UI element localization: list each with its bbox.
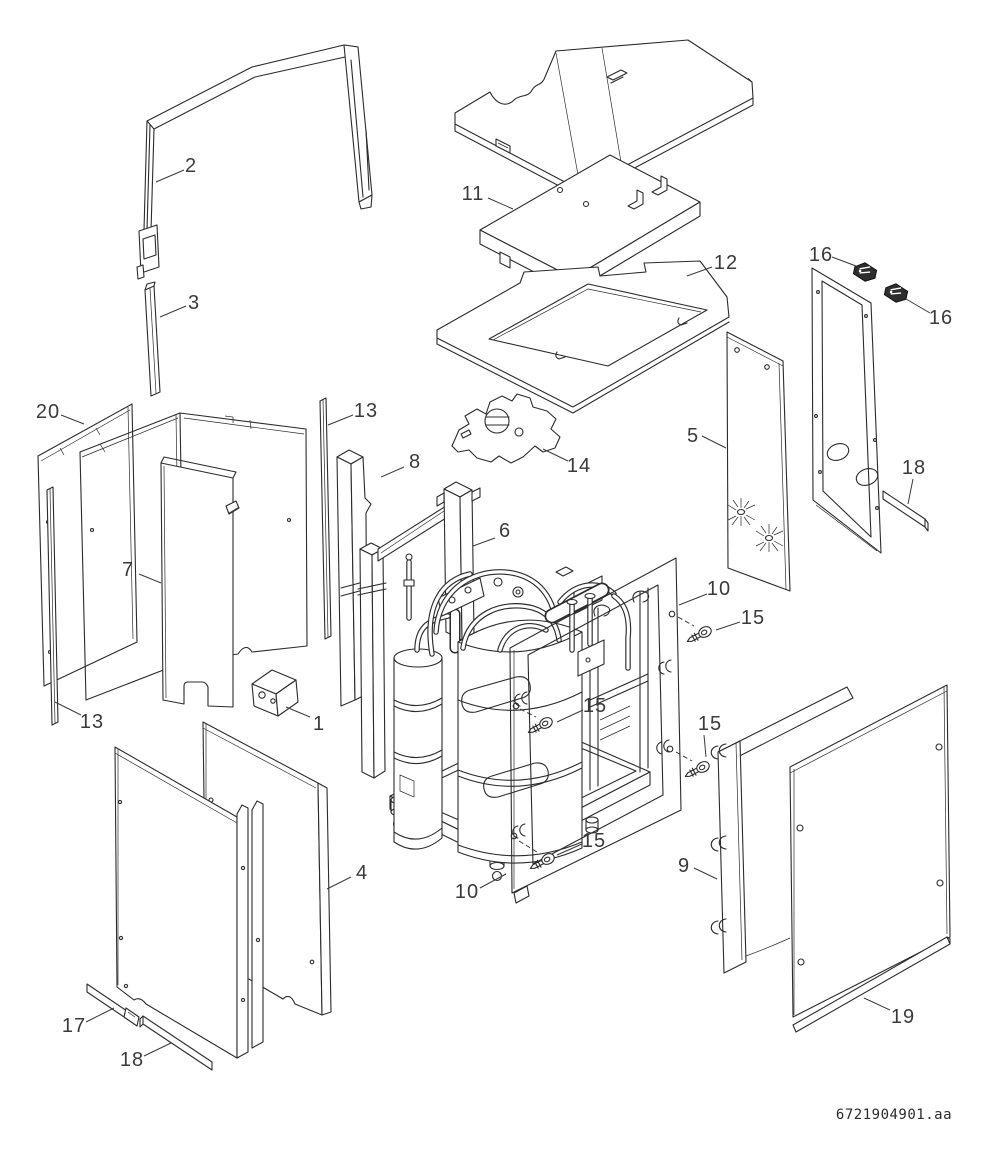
junction-box-1 [251, 669, 299, 717]
callout-leader-15 [556, 709, 584, 723]
callout-label-16: 16 [809, 244, 833, 266]
callout-leader-13 [54, 701, 82, 716]
callout-label-17: 17 [62, 1015, 86, 1037]
pipework [427, 566, 632, 671]
mounting-bracket-14 [451, 393, 561, 464]
callout-label-19: 19 [891, 1006, 915, 1028]
gasket-frame-12 [436, 260, 730, 414]
panel-channel-rail-a [236, 804, 249, 1059]
inner-front-panel [114, 746, 264, 1059]
callout-label-18: 18 [902, 457, 926, 479]
callout-label-3: 3 [188, 292, 200, 314]
callout-label-10: 10 [707, 578, 731, 600]
callout-label-16: 16 [929, 307, 953, 329]
edge-strip-18-right [882, 490, 929, 532]
edge-strip-13-left [46, 486, 59, 726]
edge-strip-13-middle [319, 397, 332, 640]
callout-leader-9 [693, 867, 718, 880]
sensor-pipe [403, 553, 415, 621]
callout-leader-8 [380, 466, 405, 478]
seal-strip-3 [144, 281, 161, 397]
callout-leader-19 [863, 997, 891, 1011]
rear-panel-large [789, 684, 951, 1018]
callout-leader-13 [327, 414, 354, 426]
callout-leader-1 [285, 706, 311, 718]
callout-label-7: 7 [122, 559, 134, 581]
compressor-body [457, 619, 583, 864]
callout-label-18: 18 [120, 1049, 144, 1071]
callout-label-12: 12 [714, 252, 738, 274]
callout-leader-4 [326, 876, 352, 890]
callout-layer: 2 3 11 12 14 5 16 16 18 20 7 13 1 13 8 6 10 15 15 15 15 10 9 19… [36, 155, 953, 1071]
knockout-starburst-a [727, 498, 756, 526]
side-panel-20 [37, 403, 138, 687]
callout-leader-18 [907, 478, 914, 505]
callout-label-6: 6 [499, 520, 511, 542]
thumb-screw-15-d [529, 853, 555, 869]
callout-label-15: 15 [741, 607, 765, 629]
thumb-screw-15-a [686, 626, 712, 642]
callout-leader-6 [472, 537, 496, 547]
callout-leader-20 [60, 414, 85, 425]
knockout-starburst-b [755, 524, 784, 552]
callout-leader-5 [701, 435, 727, 449]
callout-label-10: 10 [455, 881, 479, 903]
callout-leader-7 [138, 573, 162, 584]
callout-leader-15 [715, 621, 741, 631]
callout-label-5: 5 [687, 425, 699, 447]
screw-axis-d [518, 840, 538, 853]
accumulator-tank [393, 613, 451, 850]
callout-label-9: 9 [678, 855, 690, 877]
drawing-code: 6721904901.aa [836, 1107, 952, 1123]
mounting-plate-10 [509, 557, 682, 904]
callout-label-13: 13 [80, 711, 104, 733]
callout-leader-17 [85, 1007, 115, 1023]
trim-strip-18-bottom [139, 1015, 213, 1071]
callout-leader-3 [159, 305, 187, 318]
insulation-panel-7 [160, 456, 240, 708]
rear-frame-panel [811, 267, 882, 554]
callout-leader-12 [686, 266, 713, 277]
callout-label-8: 8 [409, 451, 421, 473]
callout-label-4: 4 [356, 862, 368, 884]
callout-label-15: 15 [698, 713, 722, 735]
callout-leader-10 [678, 593, 708, 606]
trim-strip-19 [792, 936, 951, 1033]
callout-leader-14 [542, 448, 569, 462]
callout-leader-15 [556, 843, 583, 856]
callout-leader-16 [905, 298, 931, 314]
callout-leader-18 [143, 1042, 172, 1057]
callout-leader-11 [487, 197, 514, 210]
panel-channel-rail-b [251, 800, 264, 1049]
callout-leader-15 [703, 734, 707, 758]
callout-leader-10 [479, 873, 507, 889]
callout-label-15: 15 [582, 830, 606, 852]
callout-label-15: 15 [583, 695, 607, 717]
side-panel-5 [726, 331, 791, 592]
retaining-clip-16-a [852, 262, 878, 282]
callout-label-13: 13 [354, 400, 378, 422]
refrigeration-unit [389, 553, 651, 882]
trim-strip-17 [86, 983, 140, 1027]
callout-leader-16 [831, 256, 857, 267]
callout-label-14: 14 [567, 455, 591, 477]
callout-label-1: 1 [313, 713, 325, 735]
insulation-panel-9 [710, 686, 854, 974]
screw-axis-b [519, 708, 537, 718]
arch-frame-2 [136, 44, 373, 280]
thumb-screw-15-b [527, 717, 553, 733]
callout-leader-2 [155, 169, 185, 183]
callout-label-20: 20 [36, 401, 60, 423]
screw-axis-a [677, 616, 695, 627]
callout-label-11: 11 [462, 183, 485, 205]
thumb-screw-15-c [684, 761, 710, 777]
screw-axis-c [675, 751, 693, 762]
callout-label-2: 2 [185, 155, 197, 177]
